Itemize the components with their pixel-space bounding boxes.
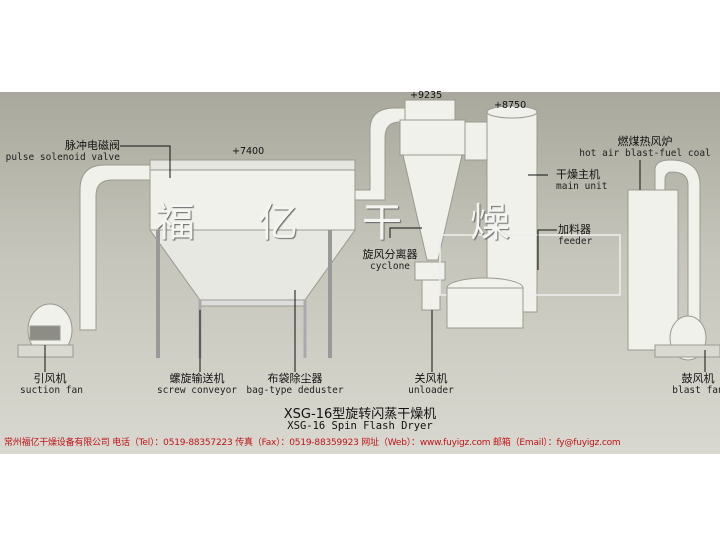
diagram-background <box>0 92 720 454</box>
elevation-cyclone: +9235 <box>410 90 443 101</box>
cyclone-top <box>404 99 456 121</box>
suction-duct <box>79 164 151 331</box>
elevation-dust-collector: +7400 <box>232 146 265 157</box>
hot-air-furnace <box>627 189 679 351</box>
platform <box>439 234 621 296</box>
contact-info: 常州福亿干燥设备有限公司 电话（Tel）：0519-88357223 传真（Fa… <box>4 438 621 448</box>
title-english: XSG-16 Spin Flash Dryer <box>287 420 433 432</box>
watermark-char: 亿 <box>258 200 298 246</box>
watermark-char: 燥 <box>470 200 510 246</box>
watermark-char: 福 <box>155 200 195 246</box>
watermark-char: 干 <box>362 200 402 246</box>
title-chinese: XSG-16型旋转闪蒸干燥机 <box>283 407 437 422</box>
elevation-main-unit: +8750 <box>494 100 527 111</box>
cyclone-cone <box>402 154 463 261</box>
